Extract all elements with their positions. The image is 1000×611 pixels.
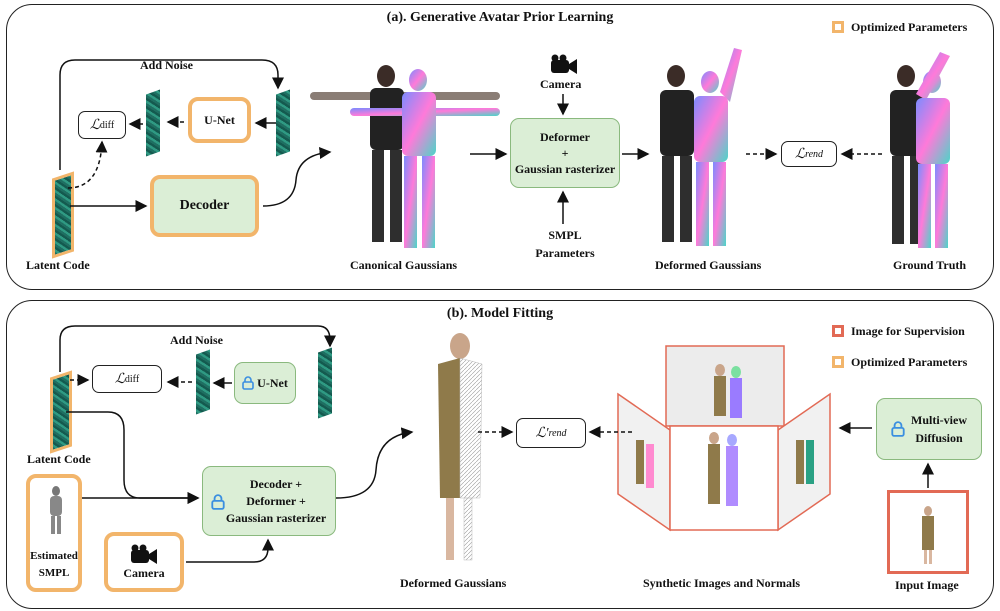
latent-code-label-b: Latent Code	[27, 452, 91, 466]
deformed-label-b: Deformed Gaussians	[400, 576, 507, 590]
dec-line1: Decoder +	[249, 476, 303, 491]
lock-icon	[242, 376, 254, 390]
mv-line1: Multi-view	[911, 413, 967, 427]
canonical-gaussians-figure	[310, 65, 500, 248]
loss-rend-sub-b: rend	[548, 427, 567, 439]
loss-diff-symbol-b: ℒ	[114, 371, 125, 387]
decoder-deformer-box-b: Decoder + Deformer + Gaussian rasterizer	[202, 466, 336, 536]
panel-b-title: (b). Model Fitting	[446, 306, 554, 321]
lock-icon	[211, 494, 225, 510]
unet-label-b: U-Net	[257, 375, 288, 390]
estimated-line2: SMPL	[38, 567, 70, 579]
loss-diff-symbol-a: ℒ	[89, 117, 100, 133]
camera-box-b: Camera	[104, 532, 184, 592]
loss-rend-sub-a: rend	[805, 148, 824, 160]
dec-line3: Gaussian rasterizer	[225, 510, 327, 525]
legend-optimized-label-b: Optimized Parameters	[851, 355, 968, 369]
deformer-line1: Deformer	[540, 130, 590, 144]
smpl-line2: Parameters	[535, 246, 595, 260]
lock-icon	[891, 421, 905, 437]
legend-optimized-label-a: Optimized Parameters	[851, 20, 968, 34]
camera-label-a: Camera	[540, 77, 582, 91]
camera-label-b: Camera	[123, 565, 165, 580]
camera-icon	[551, 54, 577, 74]
mv-line2: Diffusion	[915, 431, 963, 445]
deformed-label-a: Deformed Gaussians	[655, 258, 762, 272]
panel-a-title: (a). Generative Avatar Prior Learning	[386, 10, 614, 25]
smpl-params-label-a: SMPL Parameters	[525, 226, 605, 262]
estimated-smpl-box: Estimated SMPL	[26, 474, 82, 592]
deformed-gaussians-figure-a	[660, 48, 742, 246]
input-image-box	[887, 490, 969, 574]
decoder-box: Decoder	[150, 175, 259, 237]
legend-supervision-label: Image for Supervision	[851, 324, 965, 338]
legend-optimized-swatch-b	[832, 356, 844, 368]
estimated-line1: Estimated	[30, 550, 78, 562]
unet-box-a: U-Net	[188, 97, 251, 143]
latent-code-label-a: Latent Code	[26, 258, 90, 272]
loss-diff-sub-a: diff	[99, 119, 115, 131]
input-image-label: Input Image	[895, 578, 959, 592]
deformer-line2: +	[561, 146, 569, 160]
synthetic-images-group	[617, 345, 831, 532]
input-person-image	[922, 506, 934, 564]
add-noise-label-a: Add Noise	[140, 58, 194, 72]
unet-box-b: U-Net	[234, 362, 296, 404]
loss-rend-symbol-a: ℒ	[794, 146, 806, 162]
smpl-body-icon	[50, 486, 62, 534]
ground-truth-figure	[890, 52, 950, 248]
decoder-label: Decoder	[179, 198, 230, 213]
unet-label-a: U-Net	[204, 112, 235, 127]
smpl-line1: SMPL	[548, 228, 582, 242]
add-noise-label-b: Add Noise	[170, 333, 224, 347]
camera-icon	[131, 544, 157, 564]
ground-truth-label: Ground Truth	[893, 258, 967, 272]
loss-rend-symbol-b: ℒ′	[535, 425, 549, 441]
loss-rend-box-b: ℒ′rend	[516, 418, 586, 448]
synthetic-label: Synthetic Images and Normals	[643, 576, 801, 590]
dec-line2: Deformer +	[246, 493, 306, 508]
deformer-line3: Gaussian rasterizer	[514, 162, 616, 176]
canonical-label: Canonical Gaussians	[350, 258, 458, 272]
deformed-gaussians-figure-b	[438, 333, 483, 561]
deformer-box-a: Deformer + Gaussian rasterizer	[510, 118, 620, 188]
multiview-diffusion-box: Multi-view Diffusion	[876, 398, 982, 460]
loss-diff-sub-b: diff	[124, 373, 140, 385]
legend-optimized-swatch-a	[832, 21, 844, 33]
legend-supervision-swatch	[832, 325, 844, 337]
